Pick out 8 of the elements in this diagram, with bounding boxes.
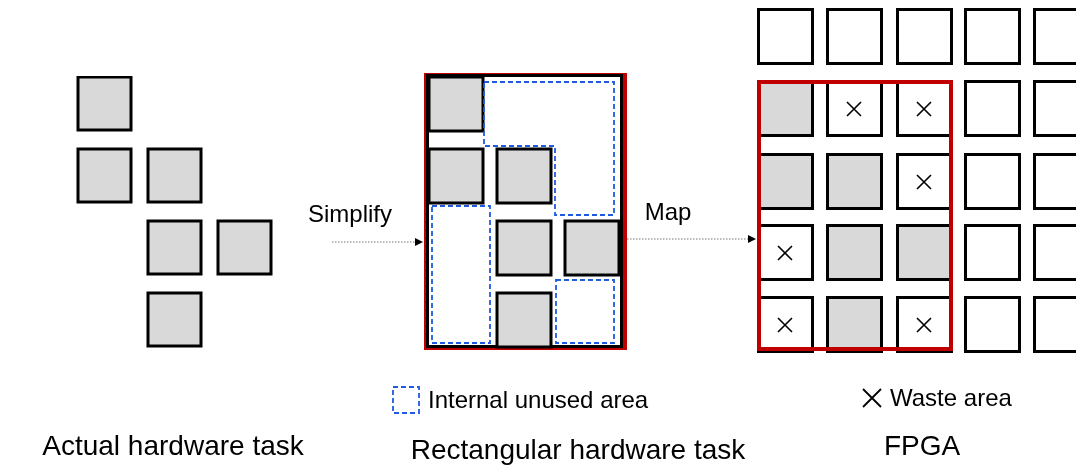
legend-label: Internal unused area	[428, 388, 649, 412]
edge-label: Simplify	[308, 202, 392, 226]
arrow	[331, 238, 423, 246]
node-label: Actual hardware task	[41, 432, 305, 460]
arrow	[626, 235, 756, 243]
edge-label: Map	[644, 200, 692, 224]
node-label: Rectangular hardware task	[409, 436, 747, 464]
legend-label: Waste area	[890, 386, 1012, 410]
